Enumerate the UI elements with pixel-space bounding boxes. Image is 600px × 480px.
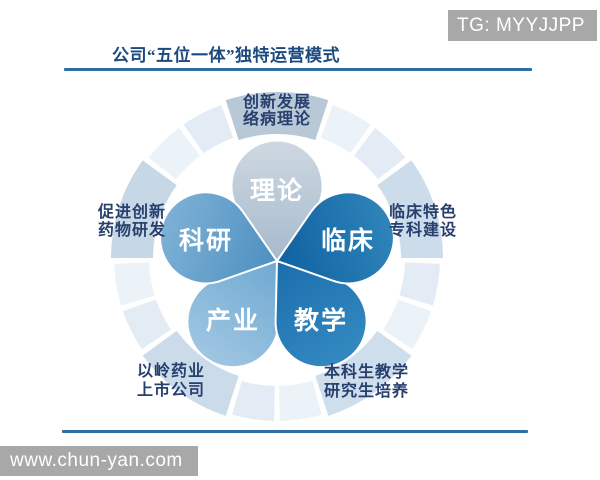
ring-label-teaching: 本科生教学 研究生培养	[324, 363, 409, 401]
outer-ring	[111, 92, 443, 421]
title-underline	[64, 68, 532, 71]
watermark-bottom-left-text: www.chun-yan.com	[10, 450, 183, 471]
ring-label-line: 以岭药业	[137, 363, 206, 380]
ring-segment	[279, 381, 322, 421]
ring-segment	[315, 330, 412, 416]
ring-segment	[399, 262, 440, 306]
ring-segment	[122, 299, 171, 350]
ring-label-clinical: 临床特色 专科建设	[389, 204, 457, 240]
ring-segment	[142, 330, 239, 416]
ring-segment	[354, 127, 406, 180]
petal-research	[159, 191, 279, 285]
ring-label-line: 本科生教学	[324, 364, 410, 381]
ring-label-industry: 以岭药业 上市公司	[137, 362, 205, 400]
bottom-divider	[62, 430, 528, 433]
petal-label-theory: 理论	[249, 177, 305, 205]
petal-teaching	[274, 259, 368, 369]
ring-label-line: 专科建设	[389, 222, 458, 239]
ring-label-theory: 创新发展 络病理论	[243, 94, 311, 128]
ring-label-line: 临床特色	[389, 204, 458, 221]
ring-label-line: 上市公司	[137, 382, 206, 399]
ring-label-research: 促进创新 药物研发	[98, 204, 166, 240]
ring-segment	[377, 160, 443, 258]
watermark-top-right: TG: MYYJJPP	[448, 10, 597, 41]
ring-label-line: 研究生培养	[324, 383, 410, 400]
ring-segment	[320, 104, 371, 154]
ring-segment	[183, 104, 234, 154]
petal-label-industry: 产业	[205, 307, 261, 335]
petal-clinical	[275, 191, 395, 285]
petals	[159, 139, 395, 369]
petal-label-teaching: 教学	[293, 307, 349, 335]
ring-label-line: 创新发展	[242, 94, 312, 111]
ring-label-line: 促进创新	[98, 204, 167, 221]
petal-label-clinical: 临床	[320, 227, 376, 255]
ring-label-line: 药物研发	[98, 222, 167, 239]
ring-segment	[232, 381, 275, 421]
ring-segment	[111, 160, 177, 258]
petal-industry	[186, 259, 280, 369]
watermark-top-right-text: TG: MYYJJPP	[457, 14, 585, 36]
ring-segment	[225, 92, 329, 141]
page-title: 公司“五位一体”独特运营模式	[112, 46, 340, 65]
ring-segment	[383, 299, 432, 350]
ring-segment	[114, 262, 155, 306]
petal-label-research: 科研	[178, 227, 234, 255]
watermark-bottom-left: www.chun-yan.com	[0, 446, 198, 476]
ring-label-line: 络病理论	[242, 111, 312, 128]
ring-segment	[148, 127, 200, 180]
